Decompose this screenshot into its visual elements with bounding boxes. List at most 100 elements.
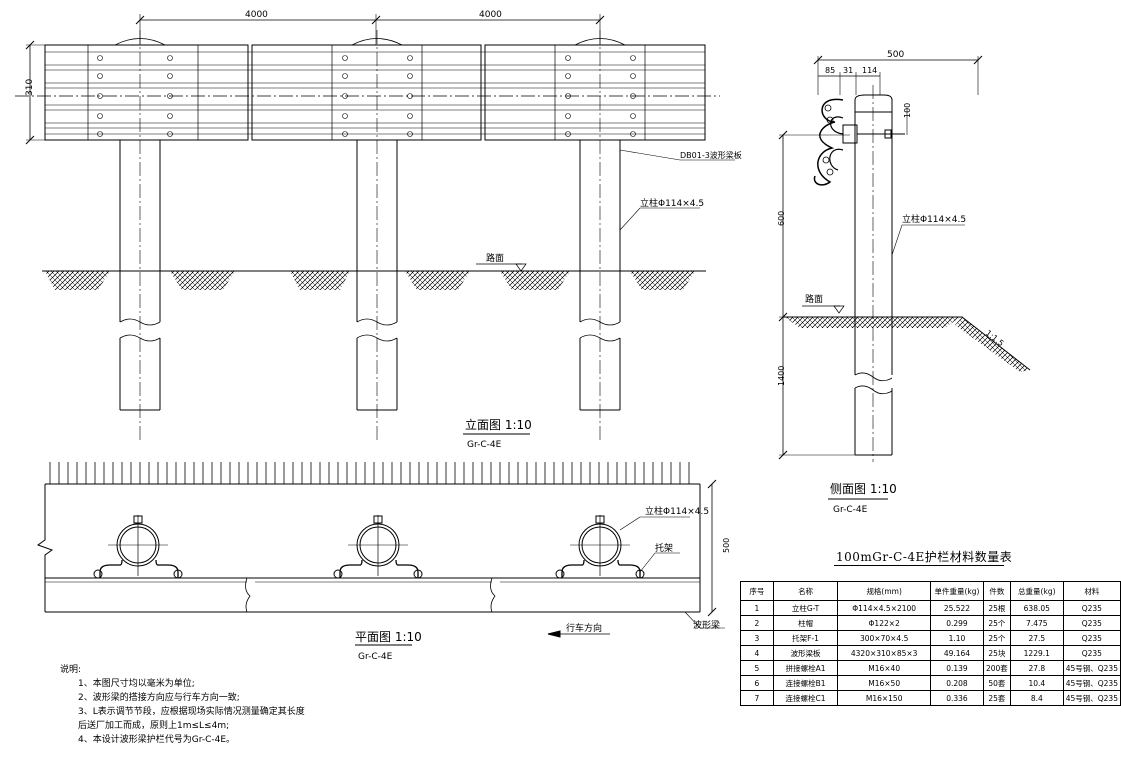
table-header-cell: 序号 (740, 581, 774, 601)
dim-height: 310 (25, 79, 35, 96)
table-cell: 连接螺栓B1 (772, 675, 839, 691)
dim-span-1: 4000 (245, 10, 268, 20)
table-cell: 25套 (982, 690, 1011, 706)
table-cell: 0.139 (929, 660, 984, 676)
notes: 说明: 1、本图尺寸均以毫米为单位; 2、波形梁的搭接方向应与行车方向一致; 3… (60, 663, 305, 747)
table-cell: 拼接螺栓A1 (772, 660, 839, 676)
table-header-cell: 件数 (982, 581, 1011, 601)
table-header-cell: 单件重量(kg) (929, 581, 984, 601)
table-title: 100mGr-C-4E护栏材料数量表 (836, 550, 1013, 564)
table-cell: 25根 (982, 600, 1011, 616)
table-cell: 1 (740, 600, 774, 616)
label-road: 路面 (486, 252, 504, 264)
side-view (778, 55, 1031, 500)
table-cell: Q235 (1062, 645, 1121, 661)
table-cell: 3 (740, 630, 774, 646)
plan-labels: 立柱Φ114×4.5 托架 波形梁 500 行车方向 平面图 1:10 Gr-C… (355, 505, 731, 662)
table-cell: 45号钢、Q235 (1062, 690, 1121, 706)
plan-ticks (49, 462, 690, 484)
table-cell: 27.8 (1009, 660, 1064, 676)
table-header-row: 序号 名称 规格(mm) 单件重量(kg) 件数 总重量(kg) 材料 (740, 581, 1121, 601)
note-item: 4、本设计波形梁护栏代号为Gr-C-4E。 (78, 735, 236, 745)
table-cell: 25个 (982, 630, 1011, 646)
table-cell: 连接螺栓C1 (772, 690, 839, 706)
plan-label-bracket: 托架 (655, 542, 673, 554)
side-label-road: 路面 (805, 293, 823, 305)
table-cell: 5 (740, 660, 774, 676)
table-cell: 7.475 (1009, 615, 1064, 631)
table-cell: 25个 (982, 615, 1011, 631)
side-dim-a: 85 (825, 66, 835, 75)
side-label-post: 立柱Φ114×4.5 (902, 213, 966, 225)
table-cell: 45号钢、Q235 (1062, 660, 1121, 676)
notes-heading: 说明: (60, 665, 82, 675)
note-item: 后送厂加工而成，原则上1m≤L≤4m; (78, 721, 230, 731)
table-cell: 0.336 (929, 690, 984, 706)
table-cell: M16×150 (837, 690, 931, 706)
plan-title: 平面图 1:10 (355, 630, 422, 644)
side-dim-total: 500 (887, 50, 904, 60)
posts (119, 30, 621, 440)
table-cell: 0.208 (929, 675, 984, 691)
table-cell: 4320×310×85×3 (837, 645, 931, 661)
table-header-cell: 名称 (772, 581, 839, 601)
table-cell: Q235 (1062, 630, 1121, 646)
table-cell: 0.299 (929, 615, 984, 631)
table-cell: Q235 (1062, 615, 1121, 631)
table-cell: 7 (740, 690, 774, 706)
plan-view (36, 462, 725, 646)
note-item: 3、L表示调节节段，应根据现场实际情况测量确定其长度 (78, 707, 305, 717)
plan-label-post: 立柱Φ114×4.5 (645, 505, 709, 517)
dim-span-2: 4000 (479, 10, 502, 20)
side-code: Gr-C-4E (833, 505, 868, 515)
side-dim-above: 600 (777, 211, 786, 226)
label-beam: DB01-3波形梁板 (680, 150, 742, 160)
table-cell: 27.5 (1009, 630, 1064, 646)
table-cell: 45号钢、Q235 (1062, 675, 1121, 691)
table-cell: M16×40 (837, 660, 931, 676)
table-cell: 10.4 (1009, 675, 1064, 691)
table-cell: 638.05 (1009, 600, 1064, 616)
table-cell: 波形梁板 (772, 645, 839, 661)
table-cell: 2 (740, 615, 774, 631)
table-cell: 8.4 (1009, 690, 1064, 706)
table-cell: 50套 (982, 675, 1011, 691)
elevation-labels: 4000 4000 310 DB01-3波形梁板 立柱Φ114×4.5 路面 立… (25, 10, 742, 450)
plan-direction: 行车方向 (566, 622, 602, 634)
note-item: 1、本图尺寸均以毫米为单位; (78, 679, 195, 689)
side-dim-d: 100 (903, 103, 912, 118)
plan-code: Gr-C-4E (358, 652, 393, 662)
table-cell: Q235 (1062, 600, 1121, 616)
table-header-cell: 材料 (1062, 581, 1121, 601)
table-cell: 300×70×4.5 (837, 630, 931, 646)
plan-dim-width: 500 (722, 538, 731, 553)
table-cell: M16×50 (837, 675, 931, 691)
table-header-cell: 总重量(kg) (1009, 581, 1064, 601)
side-dim-below: 1400 (777, 366, 786, 386)
elevation-title: 立面图 1:10 (465, 417, 532, 432)
table-header-cell: 规格(mm) (837, 581, 931, 601)
plan-posts (93, 515, 645, 579)
wave-beam-panels (15, 38, 720, 141)
ground-hatch (45, 271, 695, 290)
table-cell: 柱帽 (772, 615, 839, 631)
side-title: 侧面图 1:10 (830, 482, 897, 496)
side-labels: 500 85 31 114 100 600 1400 立柱Φ114×4.5 路面… (777, 50, 1005, 515)
table-cell: Φ114×4.5×2100 (837, 600, 931, 616)
elevation-view (15, 14, 735, 440)
table-cell: Φ122×2 (837, 615, 931, 631)
table-cell: 200套 (982, 660, 1011, 676)
table-cell: 1229.1 (1009, 645, 1064, 661)
label-post: 立柱Φ114×4.5 (640, 197, 704, 209)
elevation-code: Gr-C-4E (467, 440, 502, 450)
note-item: 2、波形梁的搭接方向应与行车方向一致; (78, 693, 240, 703)
